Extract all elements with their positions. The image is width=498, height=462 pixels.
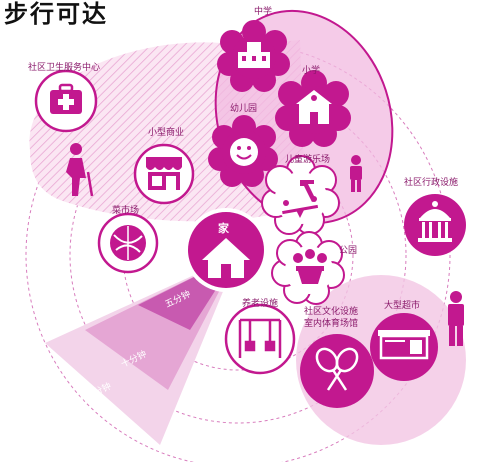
small-shops-label: 小型商业 [148, 128, 185, 138]
middle-school-label: 中学 [254, 7, 273, 17]
child-figure-icon [350, 155, 362, 192]
smiley-flower-icon [230, 138, 258, 166]
health-center-node [34, 69, 98, 133]
school-building-icon [238, 42, 270, 68]
primary-school-label: 小学 [302, 66, 321, 76]
kindergarten-label: 幼儿园 [230, 104, 258, 114]
elderly-facility-node [224, 303, 296, 375]
cabbage-icon [110, 225, 146, 261]
flower-planter-icon [293, 249, 327, 284]
culture-sports-node [300, 334, 374, 408]
supermarket-node [370, 313, 438, 381]
adult-figure-icon [448, 291, 464, 346]
kindergarten-node [208, 115, 278, 187]
government-building-icon [418, 201, 452, 242]
home-label: 家 [218, 222, 229, 235]
small-shops-node [133, 143, 195, 205]
page-heading: 步行可达 [4, 0, 108, 28]
medical-kit-icon [50, 83, 82, 114]
elderly-walker-icon [66, 143, 94, 197]
playground-label: 儿童游乐场 [285, 155, 331, 165]
storefront-icon [146, 157, 182, 190]
school-bell-icon [296, 90, 332, 124]
market-label: 菜市场 [112, 206, 140, 216]
admin-label: 社区行政设施 [404, 178, 459, 188]
admin-node [404, 194, 466, 256]
primary-school-node [275, 70, 351, 147]
culture-sports-label: 社区文化设施 室内体育场馆 [304, 307, 359, 329]
slide-seesaw-icon [282, 180, 319, 218]
house-icon [202, 238, 250, 278]
playground-node [261, 155, 340, 235]
park-label: 公园 [339, 246, 358, 256]
elderly-label: 养老设施 [242, 299, 279, 309]
home-node [184, 208, 268, 292]
supermarket-label: 大型超市 [384, 301, 421, 311]
middle-school-node [217, 20, 290, 92]
swing-set-icon [238, 318, 282, 358]
shopfront-awning-icon [378, 330, 430, 360]
market-node [97, 212, 159, 274]
badminton-icon [315, 347, 359, 391]
park-node [271, 231, 345, 305]
health-center-label: 社区卫生服务中心 [28, 63, 101, 73]
ring-10min [69, 86, 407, 424]
